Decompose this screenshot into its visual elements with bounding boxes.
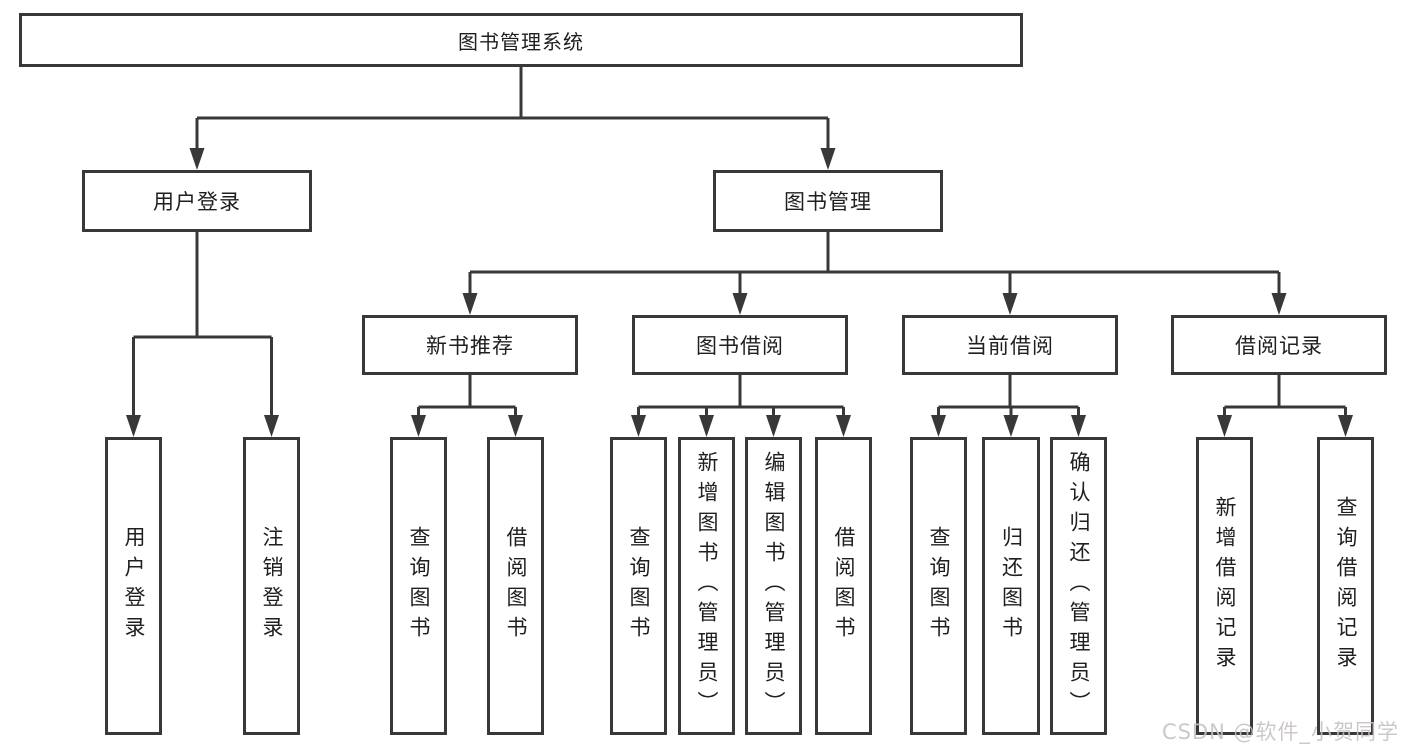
leaf-logout: 注销登录 — [243, 437, 300, 735]
node-label: 借阅图书 — [832, 526, 856, 646]
leaf-borrow-books-recommend: 借阅图书 — [487, 437, 544, 735]
connector-book-borrow — [631, 375, 851, 437]
node-label: 注销登录 — [260, 526, 284, 646]
node-book-management: 图书管理 — [713, 170, 943, 232]
node-user-login: 用户登录 — [82, 170, 312, 232]
node-current-borrowing: 当前借阅 — [902, 315, 1118, 375]
node-label: 新增图书（管理员） — [695, 451, 719, 721]
node-label: 用户登录 — [153, 190, 241, 214]
leaf-user-login: 用户登录 — [105, 437, 162, 735]
csdn-watermark: CSDN @软件_小贺同学 — [1161, 720, 1399, 744]
connector-current-borrow — [931, 375, 1086, 437]
node-label: 图书借阅 — [696, 334, 784, 358]
connector-root — [189, 67, 836, 170]
node-label: 借阅记录 — [1235, 334, 1323, 358]
node-label: 新书推荐 — [426, 334, 514, 358]
node-label: 当前借阅 — [966, 334, 1054, 358]
leaf-confirm-return-admin: 确认归还（管理员） — [1050, 437, 1107, 735]
node-new-book-recommend: 新书推荐 — [362, 315, 578, 375]
leaf-add-borrow-record: 新增借阅记录 — [1196, 437, 1253, 735]
node-label: 查询图书 — [627, 526, 651, 646]
node-label: 归还图书 — [999, 526, 1024, 646]
node-label: 查询图书 — [407, 526, 431, 646]
node-label: 图书管理 — [784, 190, 872, 214]
leaf-edit-book-admin: 编辑图书（管理员） — [745, 437, 802, 735]
node-library-management-system: 图书管理系统 — [19, 13, 1023, 67]
connector-book-mgmt — [462, 232, 1287, 315]
leaf-add-book-admin: 新增图书（管理员） — [678, 437, 735, 735]
connector-new-book-rec — [411, 375, 523, 437]
leaf-query-books-recommend: 查询图书 — [390, 437, 447, 735]
connector-borrow-records — [1217, 375, 1353, 437]
node-label: 查询图书 — [927, 526, 951, 646]
leaf-query-books-borrow: 查询图书 — [610, 437, 667, 735]
leaf-borrow-books: 借阅图书 — [815, 437, 872, 735]
leaf-return-books: 归还图书 — [982, 437, 1040, 735]
leaf-query-books-current: 查询图书 — [910, 437, 967, 735]
node-borrowing-records: 借阅记录 — [1171, 315, 1387, 375]
node-label: 编辑图书（管理员） — [762, 451, 786, 721]
node-label: 图书管理系统 — [458, 29, 584, 54]
node-label: 用户登录 — [122, 526, 146, 646]
connector-user-login — [126, 232, 279, 437]
node-label: 确认归还（管理员） — [1067, 451, 1091, 721]
leaf-query-borrow-record: 查询借阅记录 — [1317, 437, 1374, 735]
node-label: 查询借阅记录 — [1334, 496, 1358, 676]
node-book-borrowing: 图书借阅 — [632, 315, 848, 375]
node-label: 借阅图书 — [504, 526, 528, 646]
node-label: 新增借阅记录 — [1213, 496, 1237, 676]
